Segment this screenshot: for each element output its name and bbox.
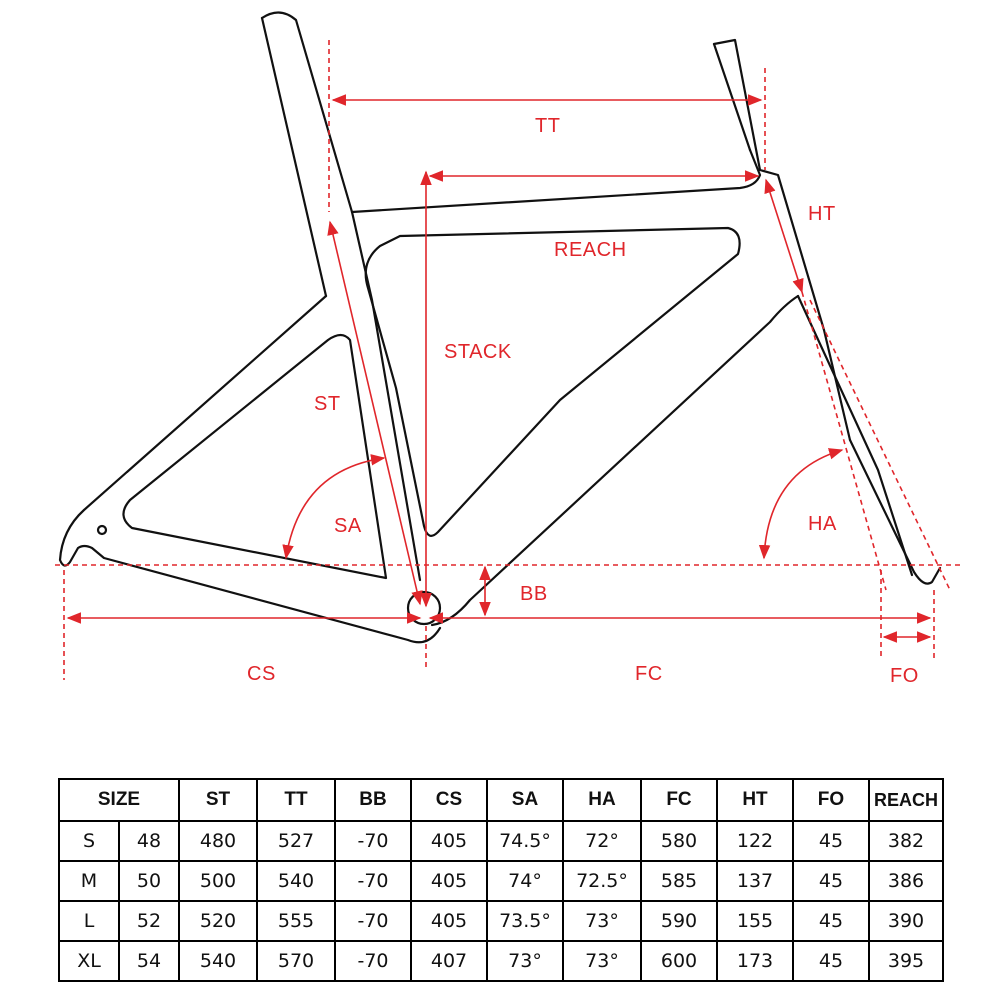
frame-geometry-diagram: TT HT REACH STACK ST SA HA BB CS FC FO bbox=[55, 11, 960, 687]
cell-fc: 585 bbox=[640, 860, 718, 902]
dropout-hole bbox=[96, 524, 108, 536]
steering-axis bbox=[801, 291, 887, 591]
cell-fo: 45 bbox=[792, 900, 870, 942]
cell-ha: 72.5° bbox=[562, 860, 642, 902]
cell-ha: 73° bbox=[562, 940, 642, 982]
table-row: S 48 480 527 -70 405 74.5° 72° 580 122 4… bbox=[58, 820, 944, 862]
head-tube-stem bbox=[712, 38, 852, 442]
sa-arc bbox=[282, 454, 386, 560]
table-row: M 50 500 540 -70 405 74° 72.5° 585 137 4… bbox=[58, 860, 944, 902]
main-triangle-inner bbox=[364, 226, 741, 537]
fork-leg bbox=[848, 438, 942, 585]
header-ht: HT bbox=[716, 778, 794, 822]
cell-sa: 74.5° bbox=[486, 820, 564, 862]
cell-tt: 570 bbox=[256, 940, 336, 982]
cell-st: 540 bbox=[178, 940, 258, 982]
header-sa: SA bbox=[486, 778, 564, 822]
ha-arc bbox=[758, 448, 844, 560]
cell-sa: 73.5° bbox=[486, 900, 564, 942]
header-size: SIZE bbox=[58, 778, 180, 822]
top-tube-upper bbox=[350, 148, 762, 214]
label-st: ST bbox=[314, 393, 341, 415]
seat-mast-left bbox=[260, 16, 328, 298]
cell-size: XL bbox=[58, 940, 120, 982]
dimension-labels: TT HT REACH STACK ST SA HA BB CS FC FO bbox=[247, 115, 919, 687]
cell-num: 48 bbox=[118, 820, 180, 862]
cell-st: 500 bbox=[178, 860, 258, 902]
cell-tt: 540 bbox=[256, 860, 336, 902]
header-ha: HA bbox=[562, 778, 642, 822]
cell-fo: 45 bbox=[792, 940, 870, 982]
label-reach: REACH bbox=[554, 239, 627, 261]
cell-num: 52 bbox=[118, 900, 180, 942]
cell-sa: 73° bbox=[486, 940, 564, 982]
header-reach: REACH bbox=[868, 778, 944, 822]
cell-fc: 600 bbox=[640, 940, 718, 982]
cell-bb: -70 bbox=[334, 900, 412, 942]
ht-dimension bbox=[764, 178, 804, 294]
header-fo: FO bbox=[792, 778, 870, 822]
cell-sa: 74° bbox=[486, 860, 564, 902]
label-ht: HT bbox=[808, 203, 836, 225]
cell-ha: 73° bbox=[562, 900, 642, 942]
cell-fc: 580 bbox=[640, 820, 718, 862]
dimension-lines bbox=[55, 40, 960, 680]
label-sa: SA bbox=[334, 515, 362, 537]
cell-ht: 137 bbox=[716, 860, 794, 902]
table-row: L 52 520 555 -70 405 73.5° 73° 590 155 4… bbox=[58, 900, 944, 942]
cell-reach: 386 bbox=[868, 860, 944, 902]
cell-num: 54 bbox=[118, 940, 180, 982]
cell-num: 50 bbox=[118, 860, 180, 902]
rear-triangle-inner bbox=[122, 333, 388, 580]
cell-st: 480 bbox=[178, 820, 258, 862]
cell-ht: 122 bbox=[716, 820, 794, 862]
label-fc: FC bbox=[635, 663, 663, 685]
head-tube-left bbox=[712, 42, 752, 152]
header-st: ST bbox=[178, 778, 258, 822]
label-cs: CS bbox=[247, 663, 276, 685]
bike-frame-outline bbox=[58, 11, 942, 644]
cell-reach: 382 bbox=[868, 820, 944, 862]
header-tt: TT bbox=[256, 778, 336, 822]
cell-cs: 405 bbox=[410, 900, 488, 942]
cell-ht: 155 bbox=[716, 900, 794, 942]
cell-bb: -70 bbox=[334, 820, 412, 862]
cell-cs: 405 bbox=[410, 860, 488, 902]
cell-bb: -70 bbox=[334, 940, 412, 982]
cell-size: L bbox=[58, 900, 120, 942]
table-header-row: SIZE ST TT BB CS SA HA FC HT FO REACH bbox=[58, 778, 944, 822]
cell-reach: 395 bbox=[868, 940, 944, 982]
fork-inner bbox=[796, 294, 914, 577]
header-fc: FC bbox=[640, 778, 718, 822]
cell-ht: 173 bbox=[716, 940, 794, 982]
cell-cs: 407 bbox=[410, 940, 488, 982]
cell-reach: 390 bbox=[868, 900, 944, 942]
label-fo: FO bbox=[890, 665, 919, 687]
seat-tube-right bbox=[350, 210, 422, 582]
header-cs: CS bbox=[410, 778, 488, 822]
fork-offset-axis bbox=[809, 299, 951, 591]
cell-fo: 45 bbox=[792, 860, 870, 902]
cell-tt: 555 bbox=[256, 900, 336, 942]
table-row: XL 54 540 570 -70 407 73° 73° 600 173 45… bbox=[58, 940, 944, 982]
cell-ha: 72° bbox=[562, 820, 642, 862]
cell-size: M bbox=[58, 860, 120, 902]
seat-stay-outer bbox=[58, 294, 442, 644]
label-stack: STACK bbox=[444, 341, 512, 363]
cell-size: S bbox=[58, 820, 120, 862]
cell-tt: 527 bbox=[256, 820, 336, 862]
label-tt: TT bbox=[535, 115, 560, 137]
label-ha: HA bbox=[808, 513, 837, 535]
cell-st: 520 bbox=[178, 900, 258, 942]
cell-cs: 405 bbox=[410, 820, 488, 862]
cell-bb: -70 bbox=[334, 860, 412, 902]
header-bb: BB bbox=[334, 778, 412, 822]
cell-fo: 45 bbox=[792, 820, 870, 862]
seat-mast bbox=[260, 11, 354, 214]
cell-fc: 590 bbox=[640, 900, 718, 942]
bottom-bracket-shell bbox=[406, 590, 442, 626]
label-bb: BB bbox=[520, 583, 548, 605]
geometry-table: SIZE ST TT BB CS SA HA FC HT FO REACH S … bbox=[58, 778, 944, 982]
st-dimension bbox=[327, 220, 423, 606]
